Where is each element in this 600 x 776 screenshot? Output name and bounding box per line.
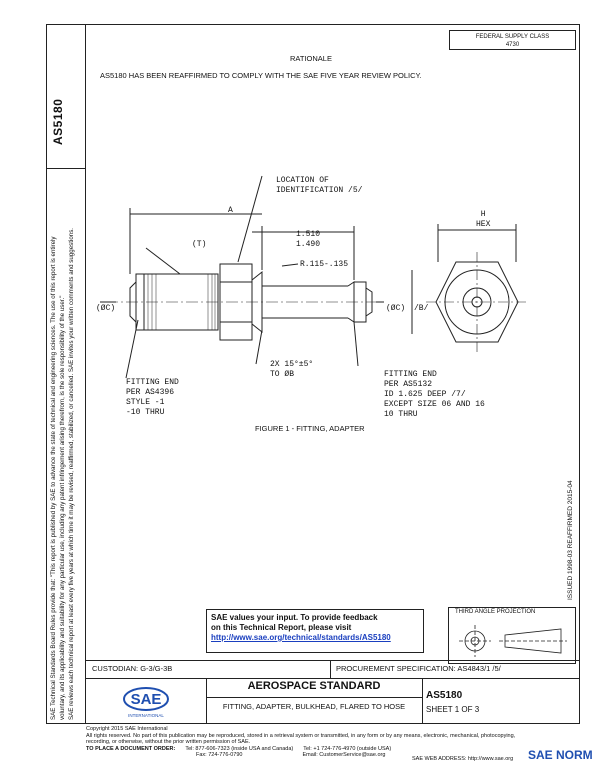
revision-history: ISSUED 1998-03 REAFFIRMED 2015-04 — [567, 480, 574, 600]
feedback-link[interactable]: http://www.sae.org/technical/standards/A… — [211, 633, 391, 642]
title-block — [86, 678, 580, 724]
watermark: SAE NORM — [528, 748, 593, 762]
dim-t: (T) — [192, 240, 207, 249]
row-divider — [330, 660, 331, 678]
figure-caption: FIGURE 1 - FITTING, ADAPTER — [255, 424, 365, 433]
sae-logo: SAE INTERNATIONAL — [116, 684, 176, 720]
tel-outside: Tel: +1 724-776-4970 (outside USA) — [303, 745, 392, 752]
side-note-3: SAE reviews each technical report at lea… — [68, 227, 75, 720]
procurement-spec: PROCUREMENT SPECIFICATION: AS4843/1 /5/ — [336, 664, 501, 673]
rights-text: All rights reserved. No part of this pub… — [86, 732, 516, 739]
sheet-number: SHEET 1 OF 3 — [426, 705, 480, 714]
title-divider-left — [206, 678, 207, 724]
rationale-text: AS5180 HAS BEEN REAFFIRMED TO COMPLY WIT… — [100, 71, 422, 80]
left-fitting-end-label: FITTING END PER AS4396 STYLE -1 -10 THRU — [126, 378, 179, 417]
custodian: CUSTODIAN: G-3/G-3B — [92, 664, 173, 673]
left-sidebar — [46, 24, 86, 724]
title-divider-right — [422, 678, 423, 724]
svg-text:SAE: SAE — [131, 691, 162, 708]
identification-location-label: LOCATION OF IDENTIFICATION /5/ — [276, 176, 363, 195]
dim-length: 1.510 1.490 — [296, 230, 321, 249]
side-note-2: voluntary, and its applicability and sui… — [59, 295, 66, 720]
sidebar-divider — [46, 168, 86, 169]
doc-number: AS5180 — [426, 690, 463, 701]
footer: Copyright 2015 SAE International All rig… — [86, 726, 586, 759]
rights-text-2: recording, or otherwise, without the pri… — [86, 739, 251, 746]
order-label: TO PLACE A DOCUMENT ORDER: — [86, 745, 176, 752]
radius-label: R.115-.135 — [300, 260, 349, 269]
projection-symbol-icon — [459, 625, 567, 657]
fitting-drawing — [100, 175, 528, 379]
copyright: Copyright 2015 SAE International — [86, 726, 168, 732]
chamfer-label: 2X 15°±5° TO ØB — [270, 360, 314, 379]
standard-subtitle: FITTING, ADAPTER, BULKHEAD, FLARED TO HO… — [222, 702, 406, 711]
projection-label: THIRD ANGLE PROJECTION — [455, 609, 536, 615]
dim-c-right: (ØC) — [386, 304, 406, 313]
svg-text:INTERNATIONAL: INTERNATIONAL — [128, 713, 164, 718]
dim-a: A — [228, 206, 233, 215]
dim-c-left: (ØC) — [96, 304, 116, 313]
dim-b: /B/ — [414, 304, 429, 313]
feedback-box: SAE values your input. To provide feedba… — [206, 609, 424, 653]
projection-box: THIRD ANGLE PROJECTION — [448, 607, 576, 664]
fax: Fax: 724-776-0790 — [196, 752, 243, 759]
web-address[interactable]: SAE WEB ADDRESS: http://www.sae.org — [412, 756, 514, 762]
vertical-doc-id: AS5180 — [51, 98, 65, 145]
dim-hex: H HEX — [476, 210, 491, 229]
custodian-row — [86, 660, 580, 678]
title-divider-h — [206, 697, 422, 698]
feedback-line-1: SAE values your input. To provide feedba… — [211, 613, 378, 622]
standard-title: AEROSPACE STANDARD — [247, 680, 381, 692]
email: Email: CustomerService@sae.org — [302, 752, 386, 759]
federal-supply-class: FEDERAL SUPPLY CLASS 4730 — [449, 30, 576, 50]
rationale-title: RATIONALE — [290, 54, 332, 63]
tel: Tel: 877-606-7323 (inside USA and Canada… — [185, 745, 294, 752]
feedback-line-2: on this Technical Report, please visit — [211, 623, 352, 632]
page-frame — [46, 24, 580, 724]
right-fitting-end-label: FITTING END PER AS5132 ID 1.625 DEEP /7/… — [384, 370, 485, 419]
side-note-1: SAE Technical Standards Board Rules prov… — [50, 236, 57, 721]
